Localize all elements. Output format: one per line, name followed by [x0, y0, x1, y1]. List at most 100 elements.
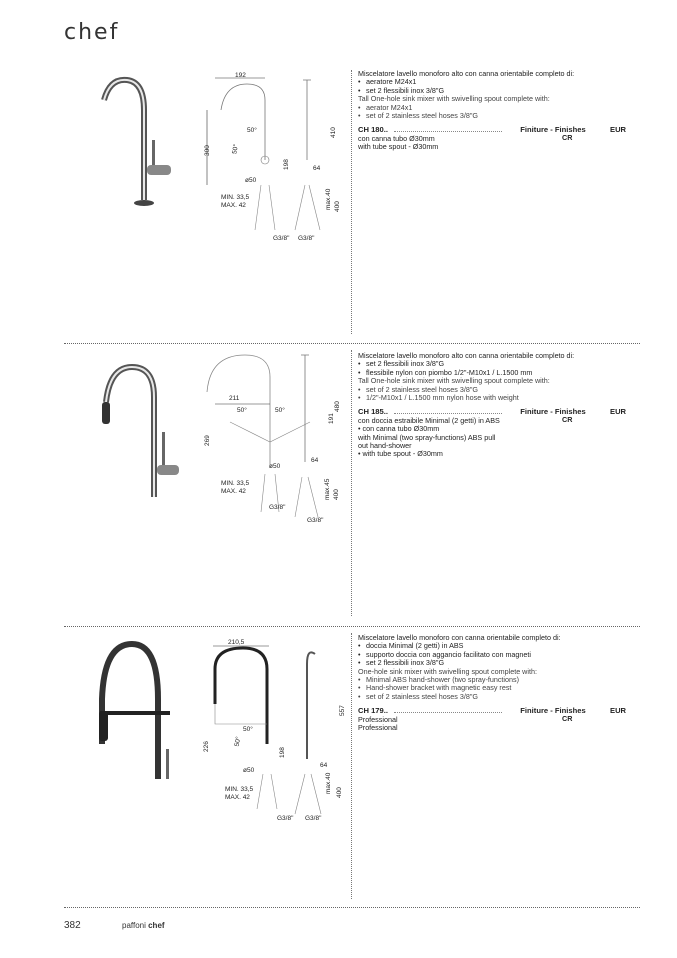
code-row: CH 185.. Finiture - Finishes EUR [358, 407, 640, 417]
dim-angle-a: 50° [247, 126, 257, 134]
dim-base: ø50 [243, 767, 255, 774]
footer-brand: paffoni chef [122, 921, 165, 930]
product-description: Miscelatore lavello monoforo alto con ca… [358, 351, 640, 459]
thread-a: G3/8" [277, 815, 294, 822]
finish-code: CR [562, 414, 573, 424]
leader-dots [394, 706, 502, 714]
description-line: Miscelatore lavello monoforo con canna o… [358, 633, 561, 642]
dim-hose-max: max.40 [325, 188, 332, 210]
dim-max: MAX. 42 [225, 794, 250, 801]
dim-hose-max: max.45 [324, 478, 331, 500]
thread-b: G3/8" [298, 235, 315, 242]
dim-height-right: 410 [330, 127, 337, 138]
column-divider [351, 70, 352, 334]
description-line: aeratore M24x1 [358, 77, 640, 86]
dim-offset: 64 [311, 457, 319, 464]
technical-drawing: 211 50° 50° 269 ø50 MIN. 33,5 MAX. 42 G3… [204, 354, 341, 524]
faucet-photo [101, 76, 171, 206]
dim-base: ø50 [269, 463, 281, 470]
description-line: Tall One-hole sink mixer with swivelling… [358, 94, 550, 104]
eur-label: EUR [610, 706, 627, 716]
description-line: 1/2"-M10x1 / L.1500 mm nylon hose with w… [358, 393, 640, 402]
product-code: CH 185.. [358, 407, 388, 417]
column-divider [351, 350, 352, 616]
description-lines: Miscelatore lavello monoforo con canna o… [358, 633, 640, 701]
description-line: flessibile nylon con piombo 1/2"-M10x1 /… [358, 368, 640, 377]
dim-hose-len: 400 [336, 787, 343, 798]
footer-brand-bold: chef [148, 921, 165, 930]
brand-title: chef [64, 20, 120, 45]
dim-max: MAX. 42 [221, 488, 246, 495]
variant-row: con doccia estraibile Minimal (2 getti) … [358, 414, 640, 459]
thread-b: G3/8" [305, 815, 322, 822]
thread-a: G3/8" [269, 504, 286, 511]
dim-height-right: 557 [339, 705, 345, 716]
finishes-label: Finiture - Finishes [520, 407, 586, 417]
eur-label: EUR [610, 125, 627, 135]
dim-angle-b: 50° [230, 143, 240, 154]
dim-hose-len: 400 [334, 201, 341, 212]
description-line: set of 2 stainless steel hoses 3/8"G [358, 692, 640, 701]
page-number: 382 [64, 920, 81, 931]
dim-min: MIN. 33,5 [225, 786, 254, 793]
description-line: doccia Minimal (2 getti) in ABS [358, 641, 640, 650]
product-code: CH 180.. [358, 125, 388, 135]
dim-angle-a: 50° [243, 725, 253, 733]
description-line: Hand-shower bracket with magnetic easy r… [358, 684, 640, 693]
dim-mid: 198 [283, 159, 290, 170]
dim-height-left: 269 [204, 435, 211, 446]
variant-line: • con canna tubo Ø30mm [358, 424, 440, 434]
dim-angle-a: 50° [237, 406, 247, 414]
dim-offset: 64 [313, 165, 321, 172]
thread-a: G3/8" [273, 235, 290, 242]
dim-min: MIN. 33,5 [221, 480, 250, 487]
description-line: aerator M24x1 [358, 103, 640, 112]
description-line: set of 2 stainless steel hoses 3/8"G [358, 385, 640, 394]
variant-line: • with tube spout - Ø30mm [358, 449, 443, 459]
dim-max: MAX. 42 [221, 202, 246, 209]
variant-line: Professional [358, 723, 398, 733]
variant-line: con canna tubo Ø30mm [358, 133, 435, 143]
description-line: Miscelatore lavello monoforo alto con ca… [358, 351, 575, 360]
description-line: set 2 flessibili inox 3/8"G [358, 86, 640, 95]
description-line: Miscelatore lavello monoforo alto con ca… [358, 69, 575, 78]
technical-drawing: 192 300 50° 50° 198 ø50 MIN. 33,5 MAX. 4… [204, 72, 341, 242]
dim-mid: 191 [328, 413, 335, 424]
description-line: Tall One-hole sink mixer with swivelling… [358, 376, 550, 386]
dim-height-left: 300 [204, 145, 211, 156]
dim-hose-len: 400 [333, 489, 340, 500]
description-line: supporto doccia con aggancio facilitato … [358, 650, 640, 659]
column-divider [351, 633, 352, 899]
dim-width: 210,5 [228, 639, 245, 646]
leader-dots [394, 125, 502, 133]
faucet-photo [99, 640, 170, 779]
footer-brand-light: paffoni [122, 921, 146, 930]
finishes-label: Finiture - Finishes [520, 125, 586, 135]
variant-description: con doccia estraibile Minimal (2 getti) … [358, 415, 518, 459]
section-divider [64, 907, 640, 908]
description-lines: Miscelatore lavello monoforo alto con ca… [358, 351, 640, 402]
dim-width: 192 [235, 72, 246, 79]
description-line: One-hole sink mixer with swivelling spou… [358, 666, 537, 676]
leader-dots [394, 407, 502, 415]
dim-angle-b: 50° [275, 406, 285, 414]
dim-min: MIN. 33,5 [221, 194, 250, 201]
section-divider [64, 343, 640, 344]
product-description: Miscelatore lavello monoforo con canna o… [358, 633, 640, 733]
variant-line: with tube spout - Ø30mm [358, 142, 439, 152]
eur-label: EUR [610, 407, 627, 417]
dim-offset: 64 [320, 762, 328, 769]
product-description: Miscelatore lavello monoforo alto con ca… [358, 69, 640, 152]
dim-width: 211 [229, 395, 240, 402]
dim-hose-max: max.40 [325, 772, 332, 794]
description-line: set 2 flessibili inox 3/8"G [358, 658, 640, 667]
description-line: Minimal ABS hand-shower (two spray-funct… [358, 675, 640, 684]
description-line: set of 2 stainless steel hoses 3/8"G [358, 111, 640, 120]
product-code: CH 179.. [358, 706, 388, 716]
dim-base: ø50 [245, 177, 257, 184]
variant-line: con doccia estraibile Minimal (2 getti) … [358, 415, 500, 425]
